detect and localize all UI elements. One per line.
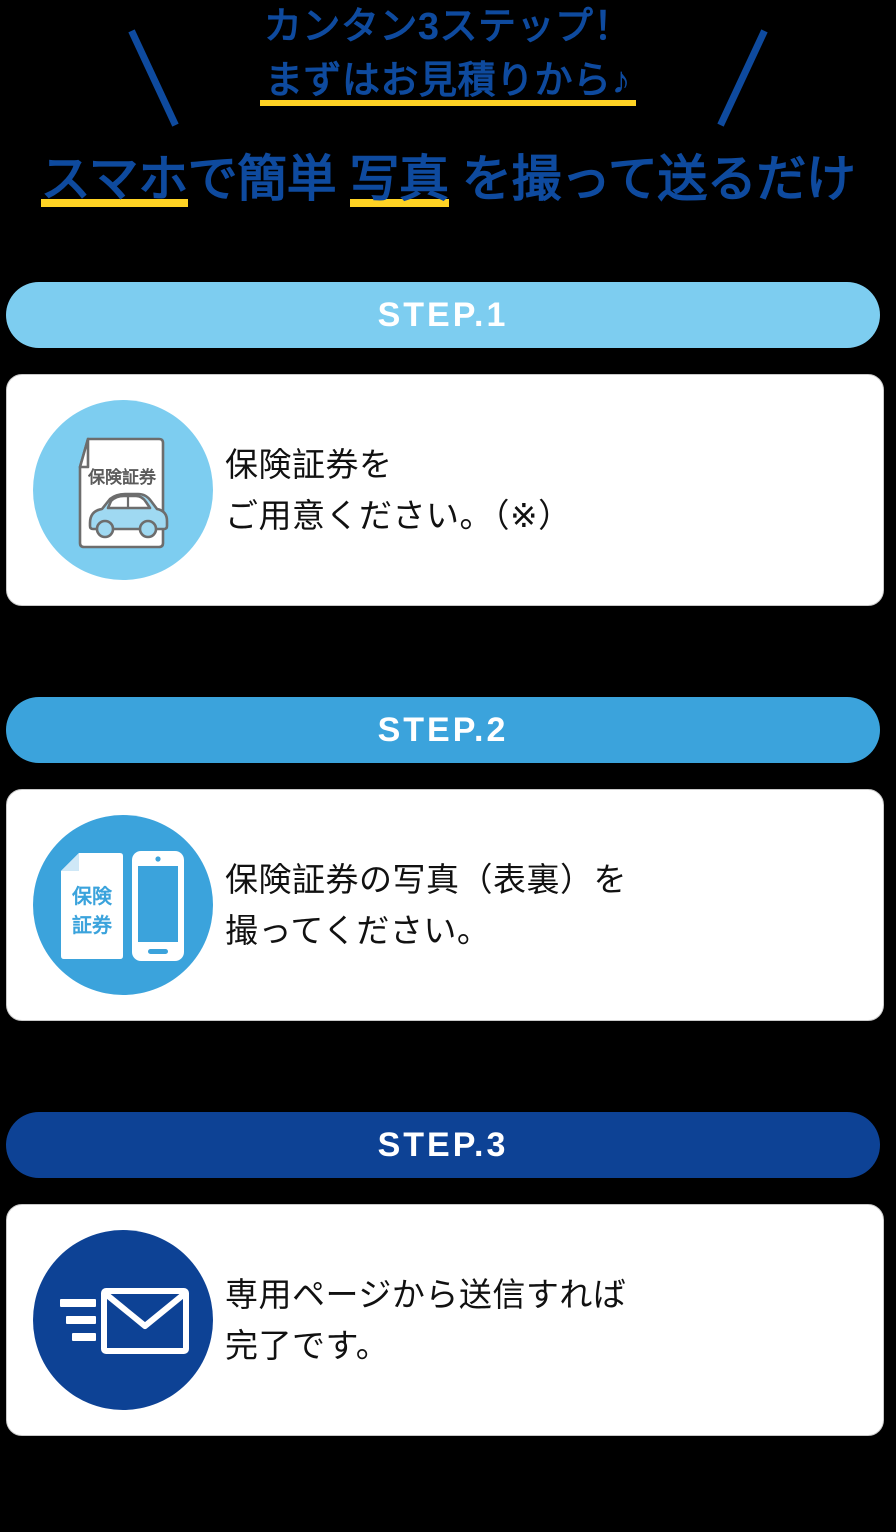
step-banner-label-1: STEP.1 — [377, 295, 509, 334]
send-mail-envelope-icon — [33, 1230, 213, 1410]
title-segment-4: を撮って送るだけ — [448, 151, 856, 207]
svg-text:保険証券: 保険証券 — [87, 467, 157, 488]
step-banner-3: STEP.3 — [6, 1112, 880, 1178]
lead-headline: カンタン3ステップ！ まずはお見積りから♪ — [259, 6, 637, 106]
step-banner-label-2: STEP.2 — [377, 710, 509, 749]
step-card-1: 保険証券 保険証券を ご用意ください。（※） — [6, 374, 884, 606]
step-card-2: 保険 証券 保険証券の写真（表裏）を 撮ってください。 — [6, 789, 884, 1021]
step-text-2: 保険証券の写真（表裏）を 撮ってください。 — [221, 854, 865, 956]
title-segment-2: で簡単 — [187, 151, 350, 207]
svg-text:保険: 保険 — [71, 884, 113, 908]
step-text-1: 保険証券を ご用意ください。（※） — [221, 439, 865, 541]
lead-headline-line-1: カンタン3ステップ！ — [263, 6, 633, 48]
step-icon-slot-1: 保険証券 — [25, 392, 221, 588]
left-slash-decoration — [128, 29, 179, 127]
step-banner-label-3: STEP.3 — [377, 1125, 509, 1164]
svg-text:証券: 証券 — [72, 913, 113, 937]
step-text-3-line-2: 完了です。 — [225, 1327, 390, 1364]
step-text-1-line-2: ご用意ください。（※） — [225, 497, 572, 534]
lead-headline-group: カンタン3ステップ！ まずはお見積りから♪ — [0, 8, 896, 134]
step-block-3: STEP.3 専用ページから送信すれば 完了です。 — [6, 1112, 890, 1436]
step-block-2: STEP.2 保険 証券 保険証券の写真（表裏）を 撮ってください。 — [6, 697, 890, 1021]
step-card-3: 専用ページから送信すれば 完了です。 — [6, 1204, 884, 1436]
title-segment-3: 写真 — [349, 151, 449, 207]
step-banner-1: STEP.1 — [6, 282, 880, 348]
document-and-smartphone-icon: 保険 証券 — [33, 815, 213, 995]
header: カンタン3ステップ！ まずはお見積りから♪ スマホで簡単 写真 を撮って送るだけ — [0, 0, 896, 246]
step-icon-slot-3 — [25, 1222, 221, 1418]
step-text-1-line-1: 保険証券を — [225, 445, 393, 483]
step-text-2-line-1: 保険証券の写真（表裏）を — [225, 860, 627, 898]
page-title: スマホで簡単 写真 を撮って送るだけ — [0, 148, 896, 211]
right-slash-decoration — [717, 29, 768, 127]
step-text-3-line-1: 専用ページから送信すれば — [225, 1275, 627, 1313]
title-segment-1: スマホ — [40, 151, 188, 207]
step-icon-slot-2: 保険 証券 — [25, 807, 221, 1003]
lead-headline-line-2: まずはお見積りから♪ — [259, 62, 637, 106]
step-text-2-line-2: 撮ってください。 — [225, 912, 491, 949]
insurance-policy-document-icon: 保険証券 — [33, 400, 213, 580]
step-text-3: 専用ページから送信すれば 完了です。 — [221, 1269, 865, 1371]
step-banner-2: STEP.2 — [6, 697, 880, 763]
step-block-1: STEP.1 保険証券 — [6, 282, 890, 606]
